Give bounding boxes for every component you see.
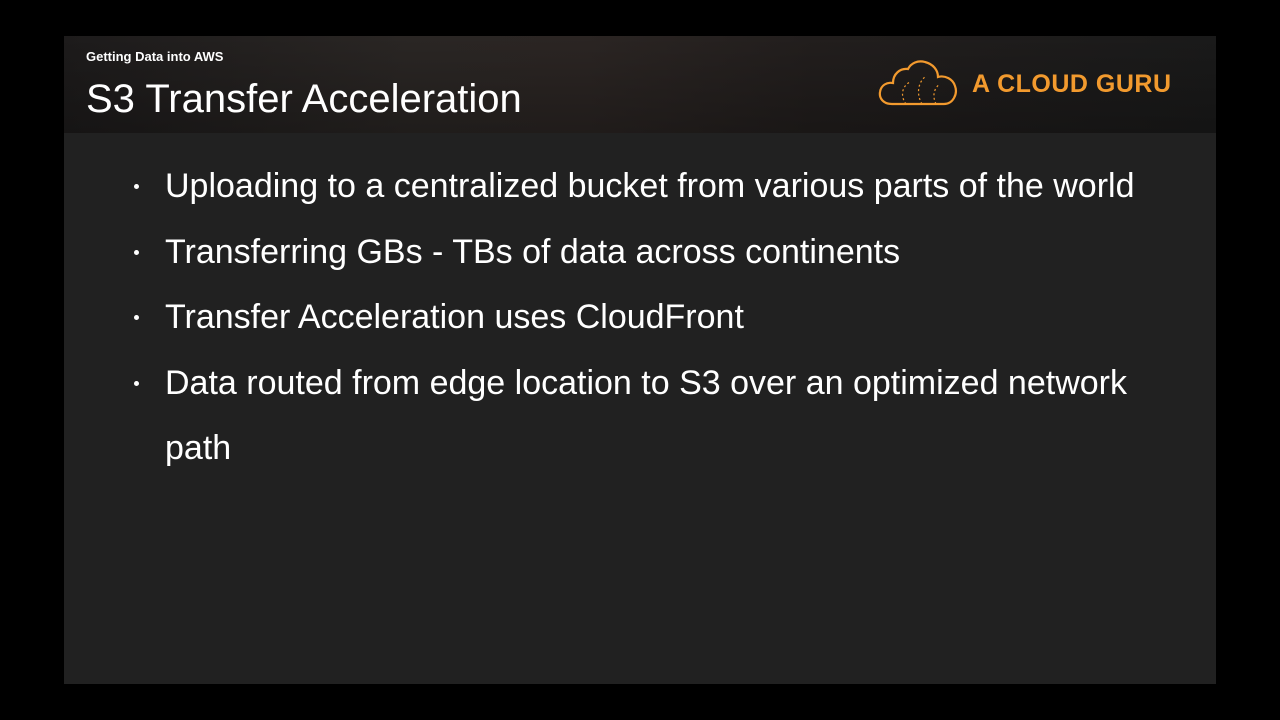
bullet-dot (134, 380, 139, 386)
bullet-text: Transfer Acceleration uses CloudFront (165, 298, 744, 336)
bullet-dot (134, 184, 139, 189)
bullet-text: Transferring GBs - TBs of data across co… (165, 232, 901, 271)
slide: Getting Data into AWS S3 Transfer Accele… (64, 36, 1216, 684)
bullet-list: Uploading to a centralized bucket from v… (134, 154, 1144, 482)
slide-title: S3 Transfer Acceleration (86, 77, 522, 121)
cloud-icon (878, 60, 957, 106)
bullet-text: Data routed from edge location to S3 ove… (165, 363, 1127, 468)
bullet-item: Uploading to a centralized bucket from v… (134, 154, 1144, 220)
bullet-item: Transferring GBs - TBs of data across co… (134, 220, 1144, 286)
bullet-text: Uploading to a centralized bucket from v… (165, 167, 1135, 205)
brand-name: A CLOUD GURU (972, 69, 1172, 98)
bullet-item: Transfer Acceleration uses CloudFront (134, 285, 1144, 351)
section-label: Getting Data into AWS (86, 49, 224, 64)
slide-header (64, 36, 1216, 133)
bullet-item: Data routed from edge location to S3 ove… (134, 351, 1144, 482)
bullet-dot (134, 315, 139, 320)
brand-logo: A CLOUD GURU (878, 60, 1172, 108)
bullet-dot (134, 249, 139, 255)
